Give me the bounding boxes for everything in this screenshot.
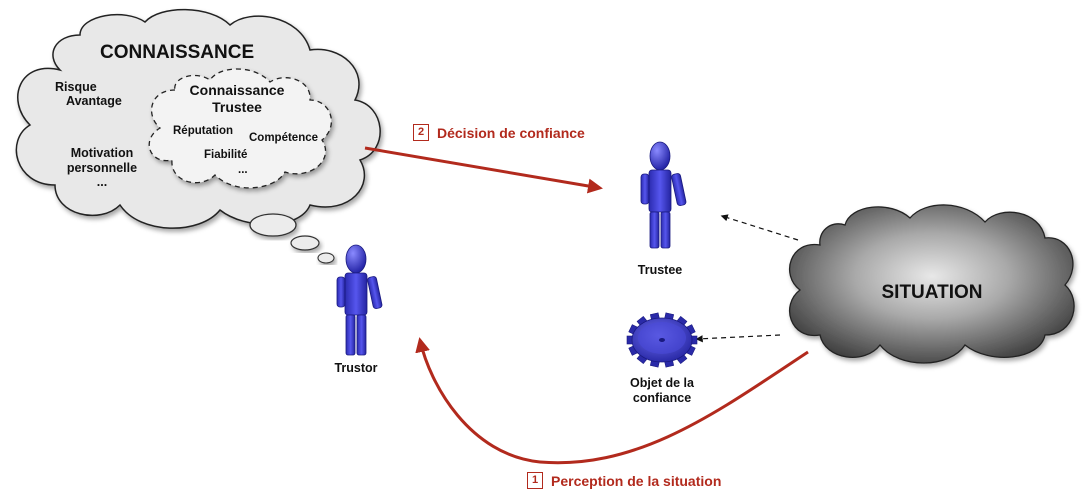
step-number: 1 [527,472,543,489]
competence-label: Compétence [249,132,319,144]
perception-arrow [415,337,809,465]
reputation-label: Réputation [173,125,234,137]
object-label-line1: Objet de la [630,376,694,390]
step-number: 2 [413,124,429,141]
thought-bubble-small [317,252,335,264]
situation-label: SITUATION [881,282,983,303]
trustee-figure [640,141,687,249]
trustee-knowledge-cloud [148,68,332,189]
trustee-knowledge-ellipsis: ... [238,164,248,176]
trustee-knowledge-title-line2: Trustee [212,99,262,115]
step-label: Décision de confiance [437,124,585,141]
trustee-label: Trustee [637,263,683,277]
motivation-label-line1: Motivation [70,146,134,160]
knowledge-title: CONNAISSANCE [100,42,255,63]
object-label-line2: confiance [632,391,692,405]
knowledge-ellipsis: ... [96,175,108,189]
step-label: Perception de la situation [551,472,722,489]
situation-cloud [789,204,1075,364]
situation-to-object-arrow [695,334,781,343]
step-perception: 1 Perception de la situation [527,472,721,489]
motivation-label-line2: personnelle [66,161,138,175]
advantage-label: Avantage [66,94,122,108]
trustee-knowledge-title-line1: Connaissance [189,82,285,98]
trustor-figure [336,244,383,356]
trustor-label: Trustor [334,361,378,375]
risk-label: Risque [55,80,97,94]
gear-icon [626,312,698,368]
thought-bubble-medium [290,235,320,251]
situation-to-trustee-arrow [720,214,799,241]
decision-arrow [364,146,603,194]
reliability-label: Fiabilité [204,149,248,161]
thought-bubble-large [249,213,297,237]
step-decision: 2 Décision de confiance [413,124,585,141]
